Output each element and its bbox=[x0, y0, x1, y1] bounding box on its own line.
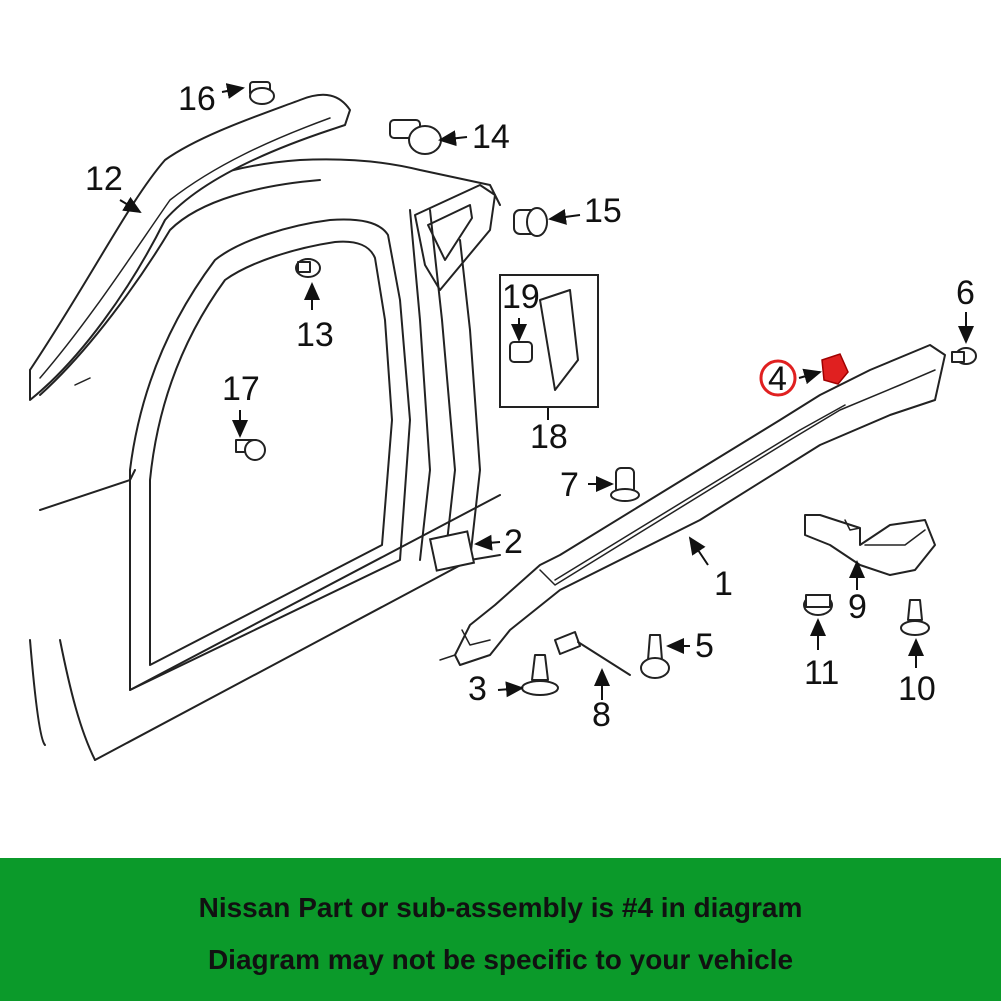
clip-7 bbox=[610, 467, 640, 502]
part-18-box bbox=[499, 274, 599, 408]
callout-8: 8 bbox=[592, 696, 611, 734]
fastener-6 bbox=[951, 347, 977, 365]
callout-9: 9 bbox=[848, 588, 867, 626]
rivet-8 bbox=[554, 631, 631, 676]
roof-molding-part-12 bbox=[29, 93, 351, 401]
screw-3 bbox=[521, 654, 559, 696]
body-side-panel bbox=[29, 158, 501, 761]
clip-10 bbox=[900, 599, 930, 636]
sill-molding-part-1 bbox=[439, 344, 946, 666]
callout-14: 14 bbox=[472, 118, 510, 156]
fastener-16 bbox=[249, 81, 275, 105]
callout-19: 19 bbox=[502, 278, 540, 316]
callout-16: 16 bbox=[178, 80, 216, 118]
callout-11: 11 bbox=[804, 654, 839, 692]
info-banner: Nissan Part or sub-assembly is #4 in dia… bbox=[0, 858, 1001, 1001]
label-part-2 bbox=[428, 530, 476, 572]
banner-part-note: Nissan Part or sub-assembly is #4 in dia… bbox=[198, 892, 803, 923]
callout-17: 17 bbox=[222, 370, 260, 408]
callout-labels: 1 2 3 4 5 6 7 8 9 10 11 12 13 14 15 16 1… bbox=[85, 80, 975, 734]
parts-diagram: 1 2 3 4 5 6 7 8 9 10 11 12 13 14 15 16 1… bbox=[29, 80, 977, 761]
callout-arrows bbox=[119, 83, 974, 700]
callout-7: 7 bbox=[560, 466, 579, 504]
callout-18: 18 bbox=[530, 418, 568, 456]
callout-4: 4 bbox=[768, 360, 787, 398]
bolt-5 bbox=[640, 634, 670, 679]
banner-disclaimer: Diagram may not be specific to your vehi… bbox=[207, 944, 794, 975]
bracket-part-9 bbox=[804, 514, 936, 576]
callout-13: 13 bbox=[296, 316, 334, 354]
callout-15: 15 bbox=[584, 192, 622, 230]
grommet-15 bbox=[513, 207, 548, 237]
callout-5: 5 bbox=[695, 627, 714, 665]
callout-1: 1 bbox=[714, 565, 733, 603]
nut-11 bbox=[803, 594, 833, 616]
highlighted-part-4 bbox=[759, 353, 849, 397]
callout-6: 6 bbox=[956, 274, 975, 312]
bolt-14 bbox=[389, 119, 442, 155]
callout-2: 2 bbox=[504, 523, 523, 561]
callout-12: 12 bbox=[85, 160, 123, 198]
clip-13 bbox=[295, 258, 321, 278]
callout-10: 10 bbox=[898, 670, 936, 708]
callout-3: 3 bbox=[468, 670, 487, 708]
clip-17 bbox=[235, 439, 266, 461]
